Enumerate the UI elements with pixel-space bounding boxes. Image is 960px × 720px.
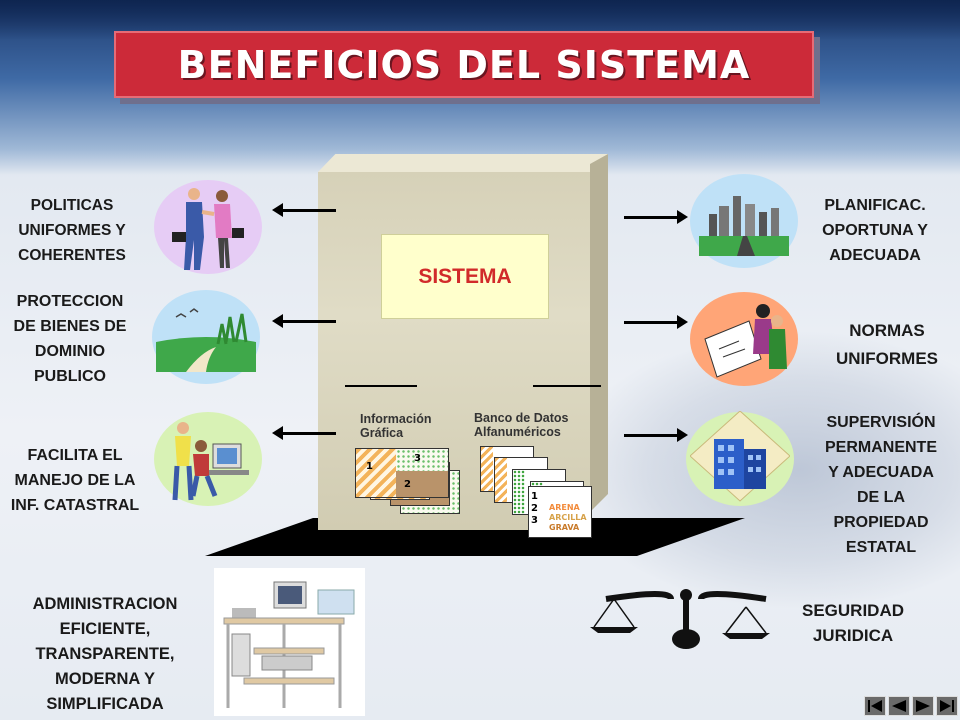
- benefit-line: DE LA: [857, 489, 905, 506]
- data-card-front: 1 2 3 ARENA ARCILLA GRAVA: [528, 486, 592, 538]
- sheet-number: 1: [366, 461, 373, 472]
- sheet-number: 3: [414, 453, 421, 464]
- card-words: ARENA ARCILLA GRAVA: [549, 503, 587, 533]
- benefit-line: ADECUADA: [829, 247, 921, 264]
- card-strip: [495, 458, 507, 502]
- sheet-number: 2: [404, 479, 411, 490]
- prev-slide-button[interactable]: [888, 696, 910, 716]
- card-word: GRAVA: [549, 523, 580, 532]
- grafica-label: Información Gráfica: [360, 412, 432, 440]
- benefit-line: INF. CATASTRAL: [10, 497, 140, 514]
- benefit-line: FACILITA EL: [27, 447, 123, 464]
- arrow-to-proteccion: [272, 314, 336, 328]
- arrow-to-facilita: [272, 426, 336, 440]
- landscape-icon: [156, 308, 256, 372]
- benefit-facilita: FACILITA EL MANEJO DE LA INF. CATASTRAL: [0, 443, 150, 518]
- office-worker-icon: [172, 422, 249, 501]
- first-slide-icon: [868, 700, 882, 712]
- card-word: ARENA: [549, 503, 580, 512]
- system-box-side: [590, 154, 608, 512]
- benefit-line: MANEJO DE LA: [14, 472, 136, 489]
- city-circle: [690, 174, 798, 268]
- benefit-line: UNIFORMES: [836, 349, 938, 368]
- arrow-to-politicas: [272, 203, 336, 217]
- computer-desk-panel: [214, 568, 365, 716]
- title-banner: BENEFICIOS DEL SISTEMA: [114, 31, 814, 98]
- grafica-label-line: Información: [360, 412, 432, 426]
- drafting-icon: [704, 304, 787, 378]
- arrow-to-normas: [624, 315, 688, 329]
- handshake-icon: [172, 188, 244, 270]
- map-sheet-front: 1 2 3: [355, 448, 449, 498]
- benefit-line: EFICIENTE,: [59, 620, 151, 638]
- system-box-top: [318, 154, 608, 172]
- benefit-supervision: SUPERVISIÓN PERMANENTE Y ADECUADA DE LA …: [806, 410, 956, 560]
- divider-line-right: [533, 385, 601, 387]
- banco-label-line: Alfanuméricos: [474, 425, 561, 439]
- page-title: BENEFICIOS DEL SISTEMA: [177, 42, 751, 87]
- card-strip: [513, 470, 525, 514]
- benefit-politicas: POLITICAS UNIFORMES Y COHERENTES: [0, 193, 144, 268]
- banco-label: Banco de Datos Alfanuméricos: [474, 411, 568, 439]
- scale-icon: [590, 589, 770, 649]
- benefit-line: JURIDICA: [812, 626, 894, 645]
- handshake-circle: [154, 180, 262, 274]
- next-slide-icon: [916, 700, 930, 712]
- benefit-line: PUBLICO: [34, 368, 106, 385]
- card-number: 1: [531, 491, 538, 502]
- arrow-to-planif: [624, 210, 688, 224]
- sistema-label: SISTEMA: [418, 264, 512, 288]
- benefit-proteccion: PROTECCION DE BIENES DE DOMINIO PUBLICO: [0, 289, 140, 389]
- benefit-normas: NORMAS UNIFORMES: [812, 317, 960, 373]
- building-icon: [690, 411, 790, 502]
- last-slide-button[interactable]: [936, 696, 958, 716]
- sistema-panel: SISTEMA: [381, 234, 549, 319]
- benefit-line: OPORTUNA Y: [822, 222, 928, 239]
- benefit-line: MODERNA Y: [55, 670, 155, 688]
- benefit-line: PLANIFICAC.: [824, 197, 926, 214]
- benefit-planificacion: PLANIFICAC. OPORTUNA Y ADECUADA: [800, 193, 950, 268]
- card-number: 3: [531, 515, 538, 526]
- benefit-line: ESTATAL: [845, 539, 917, 556]
- benefit-line: TRANSPARENTE,: [35, 645, 175, 663]
- office-circle: [154, 412, 262, 506]
- benefit-line: PERMANENTE: [824, 439, 937, 456]
- map-zone-3: [396, 449, 448, 471]
- card-number: 2: [531, 503, 538, 514]
- computer-desk-icon: [223, 581, 355, 708]
- benefit-line: POLITICAS: [30, 197, 114, 214]
- benefit-seguridad: SEGURIDAD JURIDICA: [770, 598, 936, 648]
- benefit-line: NORMAS: [849, 321, 925, 340]
- benefit-line: PROTECCION: [16, 293, 124, 310]
- benefit-line: SIMPLIFICADA: [46, 695, 164, 713]
- benefit-line: Y ADECUADA: [828, 464, 934, 481]
- card-numbers: 1 2 3: [531, 491, 538, 527]
- map-zone-2: [396, 471, 448, 497]
- building-circle: [686, 411, 794, 506]
- last-slide-icon: [940, 700, 954, 712]
- prev-slide-icon: [892, 700, 906, 712]
- benefit-line: ADMINISTRACION: [32, 595, 178, 613]
- first-slide-button[interactable]: [864, 696, 886, 716]
- arrow-to-supervision: [624, 428, 688, 442]
- benefit-line: SUPERVISIÓN: [826, 414, 936, 431]
- benefit-line: DOMINIO: [34, 343, 106, 360]
- benefit-line: SEGURIDAD: [801, 601, 904, 620]
- landscape-circle: [152, 290, 260, 384]
- benefit-administracion: ADMINISTRACION EFICIENTE, TRANSPARENTE, …: [0, 592, 210, 717]
- divider-line-left: [345, 385, 417, 387]
- city-road-icon: [699, 196, 789, 256]
- grafica-label-line: Gráfica: [360, 426, 404, 440]
- next-slide-button[interactable]: [912, 696, 934, 716]
- benefit-line: COHERENTES: [18, 247, 126, 264]
- card-word: ARCILLA: [549, 513, 587, 522]
- benefit-line: DE BIENES DE: [13, 318, 127, 335]
- card-strip: [481, 447, 493, 491]
- drafting-circle: [690, 292, 798, 386]
- benefit-line: UNIFORMES Y: [18, 222, 126, 239]
- benefit-line: PROPIEDAD: [833, 514, 929, 531]
- map-zone-1: [356, 449, 396, 497]
- banco-label-line: Banco de Datos: [474, 411, 569, 425]
